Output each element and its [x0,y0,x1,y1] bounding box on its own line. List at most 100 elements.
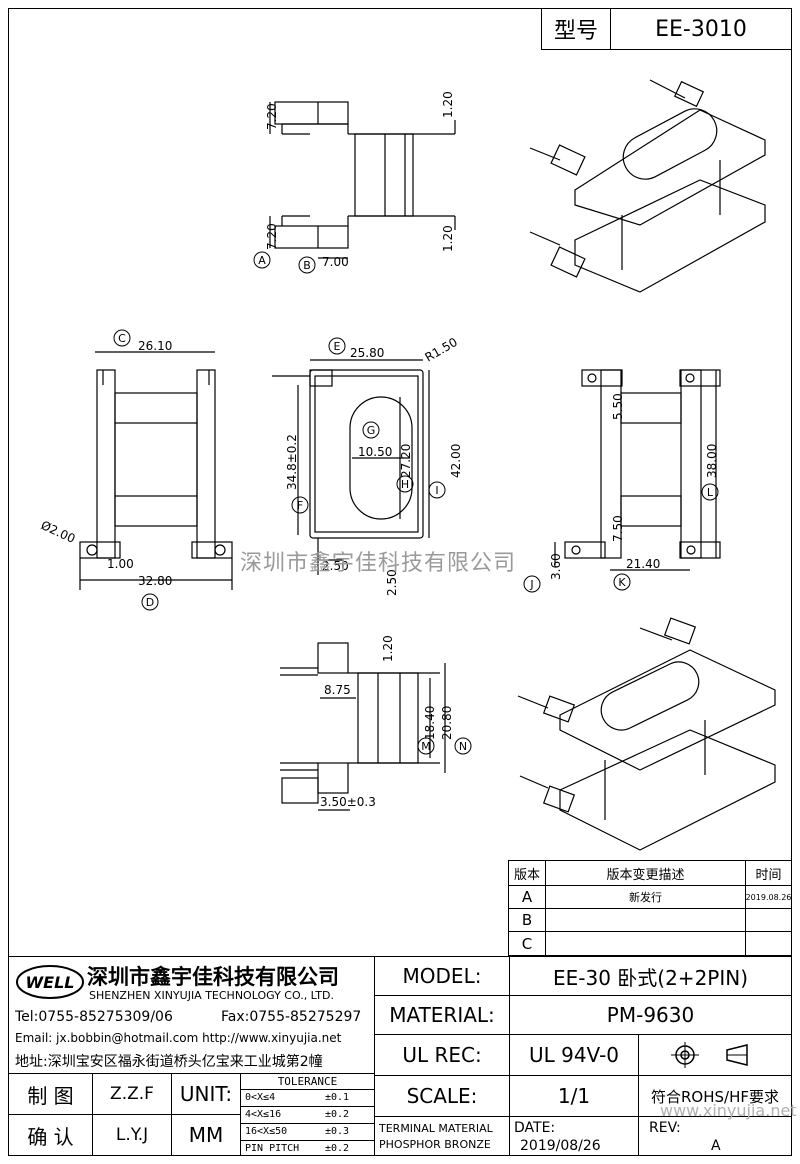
dim-label: 5.50 [611,393,625,420]
tolerance-title: TOLERANCE [241,1074,374,1090]
marker-h: H [401,478,409,491]
unit-label-cell: UNIT: [171,1073,241,1115]
draw-value-cell: Z.Z.F [92,1073,172,1115]
company-tel: Tel:0755-85275309/06 [15,1009,173,1025]
company-email: Email: jx.bobbin@hotmail.com http://www.… [15,1031,342,1045]
marker-m: M [421,740,431,753]
dim-label: 42.00 [449,444,463,478]
tolerance-range: 4<X≤16 [245,1109,282,1120]
scale-value-cell: 1/1 [509,1075,639,1117]
dim-label: 34.8±0.2 [285,434,299,490]
company-logo: WELL [16,965,84,999]
marker-c: C [118,332,126,345]
dim-label: 7.50 [611,515,625,542]
scale-label-cell: SCALE: [374,1075,510,1117]
dim-label: 10.50 [358,445,392,459]
dim-label: 1.20 [441,225,455,252]
company-name-cn: 深圳市鑫宇佳科技有限公司 [87,965,339,989]
watermark-url: www.xinyujia.net [660,1101,797,1120]
draw-label-cell: 制 图 [8,1073,93,1115]
dim-label: 38.00 [705,444,719,478]
dim-label: 20.80 [440,706,454,740]
terminal-label: TERMINAL MATERIAL [379,1122,493,1135]
tolerance-row: 4<X≤16 ±0.2 [241,1107,374,1124]
marker-b: B [303,259,311,272]
date-label: DATE: [514,1120,556,1136]
tolerance-range: 16<X≤50 [245,1126,288,1137]
marker-a: A [258,254,266,267]
dim-label: 7.20 [265,223,279,250]
ulrec-label-cell: UL REC: [374,1034,510,1076]
date-value: 2019/08/26 [520,1138,601,1154]
tolerance-value: ±0.3 [325,1126,350,1137]
model-label-cell: MODEL: [374,956,510,996]
check-value-cell: L.Y.J [92,1114,172,1156]
tolerance-row: PIN PITCH ±0.2 [241,1141,374,1157]
rev-header-version: 版本 [508,860,546,886]
dim-label: 1.20 [441,91,455,118]
date-cell: DATE: 2019/08/26 [509,1116,639,1156]
rev-row-a-date: 2019.08.26 [745,885,792,909]
dim-label: 25.80 [350,346,384,360]
terminal-cell: TERMINAL MATERIAL PHOSPHOR BRONZE [374,1116,510,1156]
marker-k: K [618,576,626,589]
rev-row-b-desc [545,908,746,932]
dim-label: 1.20 [381,635,395,662]
rev-cell: REV: A [638,1116,792,1156]
dim-label: 32.80 [138,574,172,588]
isometric-view-top [529,79,766,293]
dim-label: 27.20 [399,444,413,478]
isometric-view-bottom [517,617,776,851]
dim-label: 2.50 [385,569,399,596]
bottom-view [280,642,446,811]
rev-row-c-version: C [508,931,546,956]
dim-label: 3.50±0.3 [320,795,376,809]
unit-value-cell: MM [171,1114,241,1156]
marker-j: J [529,578,533,591]
model-label: 型号 [553,19,598,44]
tolerance-value: ±0.1 [325,1092,350,1103]
material-value-cell: PM-9630 [509,995,792,1035]
terminal-value: PHOSPHOR BRONZE [379,1138,491,1151]
top-view [269,101,456,259]
model-value-box: EE-3010 [610,8,792,50]
front-view [272,359,430,575]
rev-row-b-date [745,908,792,932]
model-value-cell: EE-30 卧式(2+2PIN) [509,956,792,996]
tolerance-value: ±0.2 [325,1143,350,1154]
logo-text: WELL [26,973,75,992]
watermark-company: 深圳市鑫宇佳科技有限公司 [240,551,517,576]
material-label-cell: MATERIAL: [374,995,510,1035]
marker-f: F [297,499,303,512]
dim-label: R1.50 [423,335,460,365]
projection-symbol-icon [671,1042,748,1068]
rev-header-date: 时间 [745,860,792,886]
dim-label: 26.10 [138,339,172,353]
rev-label: REV: [649,1120,681,1136]
dim-label: 21.40 [626,557,660,571]
rev-row-b-version: B [508,908,546,932]
dim-label: 18.40 [423,706,437,740]
company-fax: Fax:0755-85275297 [221,1009,362,1025]
dim-label: 7.20 [265,103,279,130]
dim-label: 3.60 [549,553,563,580]
dim-label: Ø2.00 [39,518,78,546]
tolerance-row: 0<X≤4 ±0.1 [241,1090,374,1107]
ulrec-value-cell: UL 94V-0 [509,1034,639,1076]
company-address: 地址:深圳宝安区福永街道桥头亿宝来工业城第2幢 [15,1054,323,1070]
marker-i: I [435,484,438,497]
tolerance-row: 16<X≤50 ±0.3 [241,1124,374,1141]
tolerance-value: ±0.2 [325,1109,350,1120]
check-label-cell: 确 认 [8,1114,93,1156]
left-view [79,351,233,590]
rev-header-desc: 版本变更描述 [545,860,746,886]
model-value: EE-3010 [655,16,747,42]
marker-d: D [146,596,154,609]
rev-row-c-desc [545,931,746,956]
marker-l: L [707,486,714,499]
rev-row-a-version: A [508,885,546,909]
projection-symbol-cell [638,1034,792,1076]
dim-label: 2.50 [322,559,349,573]
dim-label: 1.00 [107,557,134,571]
company-block: WELL 深圳市鑫宇佳科技有限公司 SHENZHEN XINYUJIA TECH… [8,956,375,1074]
